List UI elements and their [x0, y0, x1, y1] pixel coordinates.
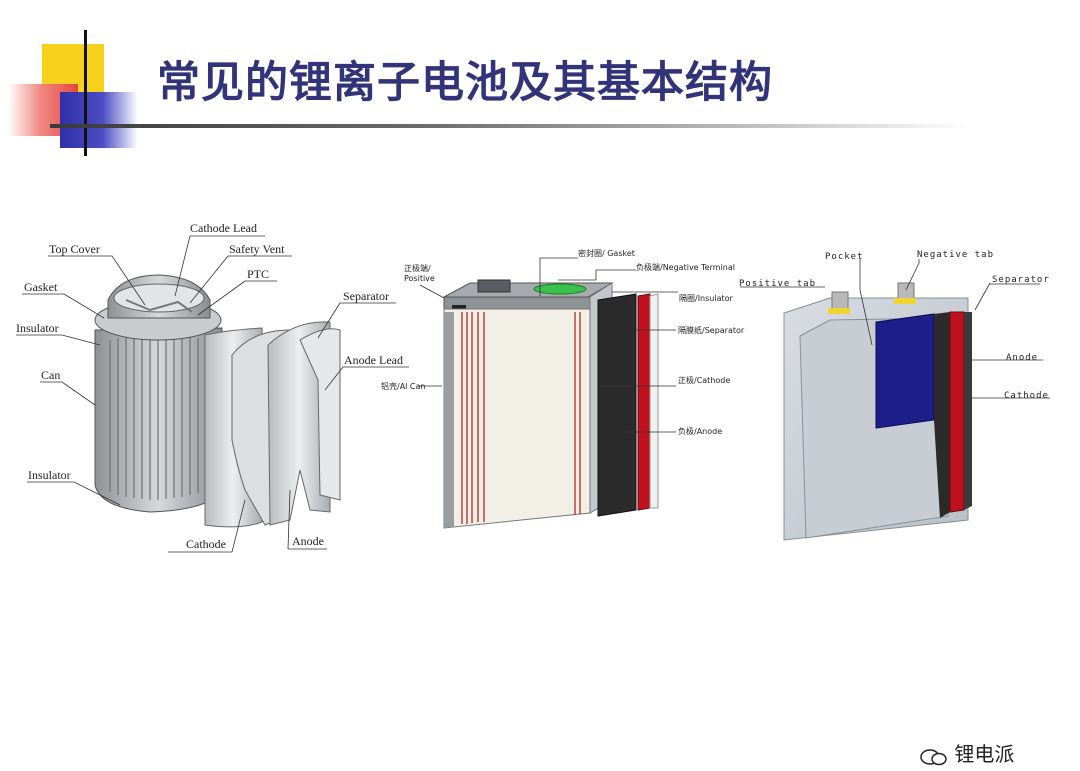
label-al-can-cn: 铝壳/Al Can: [381, 381, 426, 391]
label-gasket: Gasket: [24, 280, 58, 294]
label-anode-lead: Anode Lead: [344, 353, 403, 367]
prismatic-cell: [443, 279, 659, 529]
label-separator: Separator: [343, 289, 389, 303]
label-insulator-top: Insulator: [16, 321, 59, 335]
pouch-cell: [783, 282, 972, 541]
cylindrical-cell: [94, 274, 341, 528]
label-gasket-cn: 密封圈/ Gasket: [578, 248, 635, 258]
cylindrical-labels: Cathode Lead Top Cover Safety Vent PTC G…: [16, 221, 403, 551]
deco-blue-square: [60, 92, 138, 148]
label-anode-cn: 负极/Anode: [678, 426, 722, 436]
pouch-leaders: [740, 259, 1050, 399]
label-negative-terminal-cn: 负极端/Negative Terminal: [636, 262, 735, 272]
label-cathode-lead: Cathode Lead: [190, 221, 257, 235]
prismatic-labels: 正极端/Positive 密封圈/ Gasket 负极端/Negative Te…: [381, 248, 745, 436]
label-negative-tab: Negative tab: [917, 250, 994, 260]
label-insulator-bottom: Insulator: [28, 468, 71, 482]
label-anode-pouch: Anode: [1006, 353, 1038, 363]
label-cathode-cn: 正极/Cathode: [678, 375, 730, 385]
label-positive-tab: Positive tab: [739, 279, 816, 289]
watermark: 锂电派: [920, 738, 1014, 767]
prismatic-leaders: [418, 257, 678, 433]
label-safety-vent: Safety Vent: [229, 242, 285, 256]
cylindrical-leaders: [16, 235, 409, 553]
label-cathode: Cathode: [186, 537, 226, 551]
label-separator-pouch: Separator: [992, 275, 1050, 285]
label-separator-cn: 隔膜纸/Separator: [678, 325, 745, 335]
title-underline: [50, 124, 970, 128]
label-cathode-pouch: Cathode: [1004, 391, 1049, 401]
label-can: Can: [41, 368, 60, 382]
label-insulator-cn: 隔圈/Insulator: [679, 294, 734, 303]
label-anode: Anode: [292, 534, 324, 548]
watermark-text: 锂电派: [954, 742, 1015, 766]
page-title: 常见的锂离子电池及其基本结构: [157, 58, 773, 108]
label-ptc: PTC: [247, 267, 269, 281]
label-top-cover: Top Cover: [49, 242, 100, 256]
wechat-icon: [920, 747, 948, 765]
pouch-labels: Pocket Negative tab Positive tab Separat…: [739, 250, 1050, 401]
label-pocket: Pocket: [825, 252, 864, 262]
label-positive-cn: 正极端/Positive: [404, 263, 435, 283]
deco-vertical-line: [84, 30, 87, 156]
